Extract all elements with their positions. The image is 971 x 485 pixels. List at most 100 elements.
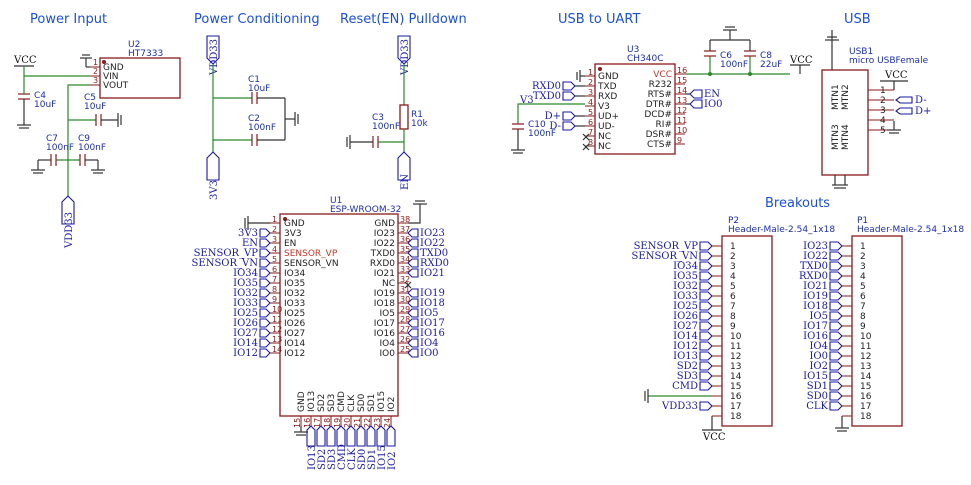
c1-value: 10uF — [248, 84, 270, 94]
u2-num-2: 2 — [93, 67, 98, 76]
p1-net-io17: IO17 — [803, 321, 828, 332]
esp-bottom-pin-num: 15 — [293, 418, 302, 428]
c6-value: 100nF — [720, 60, 748, 70]
p1-net-sd1-flag — [829, 381, 843, 391]
p1-pin-num: 1 — [860, 242, 866, 252]
esp-left-pin-num: 10 — [272, 305, 282, 314]
u3-right-pin-label: CTS# — [647, 140, 672, 150]
power-input-block: U2 HT7333 GND VIN VOUT 1 2 3 VCC C4 10uF — [13, 40, 181, 249]
esp-right-pin-label: IO23 — [374, 229, 395, 239]
esp-left-pin-label: SENSOR_VN — [284, 259, 339, 269]
esp-net-io22-flag — [407, 238, 419, 248]
vdd33-label-input: VDD33 — [64, 212, 75, 249]
esp-net-io16-flag — [407, 328, 419, 338]
p2-net-io33: IO33 — [673, 291, 698, 302]
esp-net-sensor_vp-flag — [259, 248, 271, 258]
esp-net-io33: IO33 — [233, 298, 258, 309]
u3-left-pin-label: V3 — [598, 102, 610, 112]
c6-ref: C6 — [720, 51, 732, 61]
p2-pin-num: 4 — [730, 272, 736, 282]
esp-bottom-pin-num: 24 — [383, 418, 392, 428]
esp-net-io0: IO0 — [420, 348, 439, 359]
c5-ref: C5 — [84, 93, 96, 103]
esp-bottom-pin-num: 23 — [373, 418, 382, 428]
p1-pin-num: 15 — [860, 382, 871, 392]
p1-net-io18: IO18 — [803, 301, 828, 312]
p2-net-cmd: CMD — [672, 381, 698, 392]
esp-bottom-pin-label: IO13 — [307, 391, 317, 412]
u2-body — [99, 57, 181, 99]
p2-net-io34-flag — [699, 261, 713, 271]
esp-net-io17-flag — [407, 318, 419, 328]
esp-net-txd0-flag — [407, 248, 419, 258]
p1-net-io21: IO21 — [803, 281, 828, 292]
c5-value: 10uF — [84, 102, 106, 112]
esp-bottom-pin-label: SD3 — [327, 394, 337, 412]
p2-net-sensor_vp-flag — [699, 241, 713, 251]
p2-pin-num: 9 — [730, 322, 736, 332]
esp-right-pin-num: 34 — [400, 255, 410, 264]
usb-dplus: D+ — [915, 106, 931, 117]
esp-bottom-net-flag — [316, 425, 326, 447]
p1-ref: P1 — [857, 216, 868, 226]
esp-net-io19-flag — [407, 288, 419, 298]
vdd33-flag-cond — [206, 35, 220, 65]
p2-pin-num: 11 — [730, 342, 741, 352]
p1-net-io16-flag — [829, 331, 843, 341]
esp-pin1-marker — [283, 217, 287, 221]
u3-net-txd0: TXD0 — [533, 91, 561, 102]
c10-ref: C10 — [528, 120, 546, 130]
p1-net-io19: IO19 — [803, 291, 828, 302]
esp-net-io18-flag — [407, 298, 419, 308]
esp-net-rxd0-flag — [407, 258, 419, 268]
c2-value: 100nF — [248, 123, 276, 133]
u2-value: HT7333 — [128, 49, 163, 59]
usb-pin-num: 4 — [880, 116, 886, 126]
esp-bottom-pin-label: GND — [297, 391, 307, 412]
usb-block: USB1 micro USBFemale MTN1 MTN2 MTN3 MTN4… — [821, 30, 931, 189]
p1-pin-num: 5 — [860, 282, 866, 292]
esp-right-pin-label: IO18 — [374, 299, 395, 309]
esp-net-io32: IO32 — [233, 288, 258, 299]
p1-header-block: P1 Header-Male-2.54_1x18 1IO232IO223TXD0… — [799, 216, 964, 432]
p1-net-io2-flag — [829, 361, 843, 371]
u3-net-en: EN — [704, 89, 720, 100]
esp-net-io13: IO13 — [307, 445, 318, 470]
esp-net-io23: IO23 — [420, 228, 445, 239]
u3-left-pin-num: 1 — [588, 68, 593, 77]
p2-net-sd3: SD3 — [677, 371, 698, 382]
r1-body — [399, 104, 409, 130]
esp-net-io34-flag — [259, 268, 271, 278]
u3-left-pin-num: 7 — [588, 128, 593, 137]
esp-left-pin-num: 3 — [272, 235, 277, 244]
esp-left-pin-label: IO12 — [284, 349, 305, 359]
p1-net-io2: IO2 — [809, 361, 828, 372]
esp-right-pin-num: 32 — [400, 275, 410, 284]
c7-ref: C7 — [46, 134, 58, 144]
c8-ref: C8 — [760, 51, 772, 61]
u3-right-pin-num: 9 — [677, 136, 682, 145]
esp-net-io32-flag — [259, 288, 271, 298]
esp-bottom-pin-label: SD0 — [357, 393, 367, 412]
p1-net-io21-flag — [829, 281, 843, 291]
esp-left-pin-label: IO26 — [284, 319, 305, 329]
usb-pin-num: 5 — [880, 126, 886, 136]
esp-right-pin-label: IO16 — [374, 329, 395, 339]
c3-value: 100nF — [372, 122, 400, 132]
usb-pin-num: 1 — [880, 86, 886, 96]
p2-net-io33-flag — [699, 291, 713, 301]
esp-net-io2: IO2 — [387, 451, 398, 470]
p2-net-sd2: SD2 — [677, 361, 698, 372]
p2-ref: P2 — [728, 216, 739, 226]
esp-right-pin-label: NC — [382, 279, 395, 289]
dplus-flag — [895, 107, 913, 115]
esp-net-sd1: SD1 — [367, 449, 378, 470]
esp-right-pin-num: 38 — [400, 215, 410, 224]
usb-mtn1: MTN1 — [831, 84, 841, 110]
p1-pin-num: 12 — [860, 352, 871, 362]
esp-net-cmd: CMD — [337, 444, 348, 470]
u3-right-pin-num: 15 — [677, 76, 687, 85]
u2-ref: U2 — [128, 40, 140, 50]
